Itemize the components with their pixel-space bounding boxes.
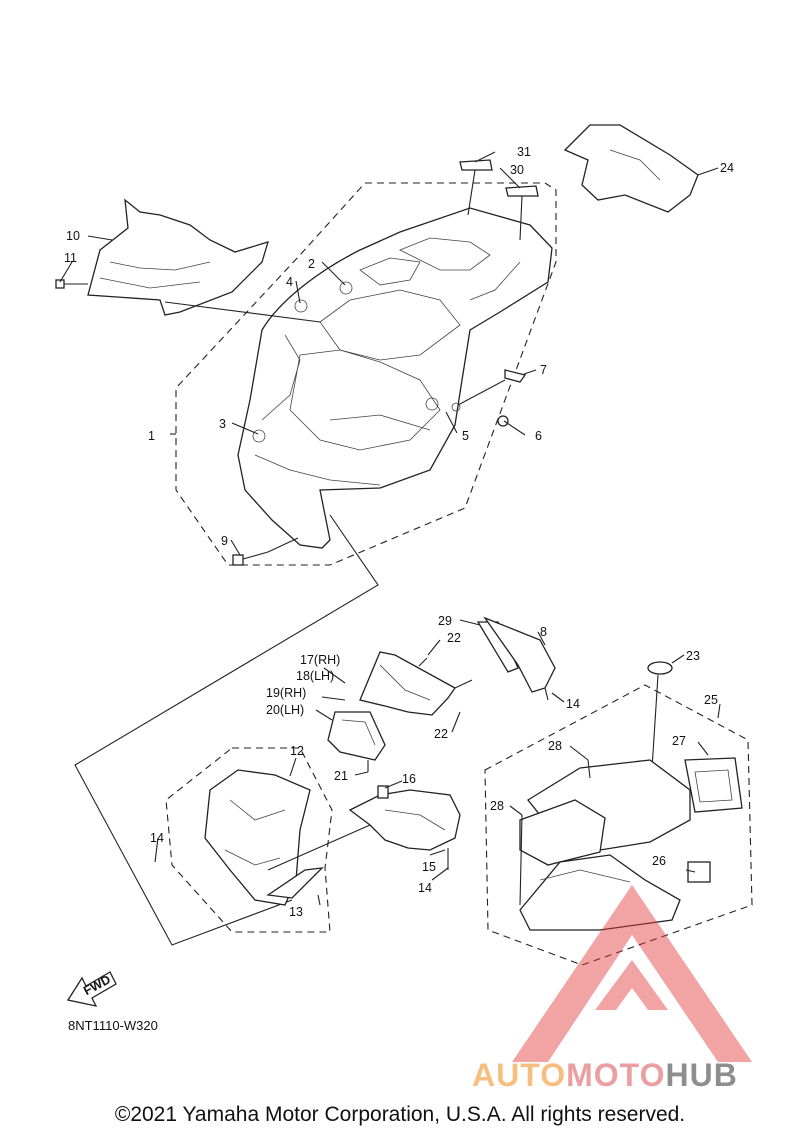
grommet-icon <box>252 429 266 443</box>
watermark-triangle-icon <box>512 885 752 1062</box>
grommet-part-23 <box>647 661 673 675</box>
callout-7: 7 <box>540 363 547 377</box>
callout-28-top: 28 <box>548 739 562 753</box>
bolt-part-9 <box>232 537 299 566</box>
callout-11: 11 <box>64 251 77 265</box>
screw-part-11 <box>55 279 88 289</box>
callout-9: 9 <box>221 534 228 548</box>
grommet-icon <box>451 402 461 412</box>
cover-part-15 <box>348 789 461 851</box>
diagram-code: 8NT1110-W320 <box>68 1018 158 1033</box>
callout-19: 19(RH) <box>266 686 306 700</box>
callout-31: 31 <box>517 145 531 159</box>
bracket-part-31 <box>459 159 493 171</box>
grommet-part-16 <box>377 785 389 799</box>
group-boundary-1 <box>175 182 557 566</box>
callout-2: 2 <box>308 257 315 271</box>
callout-30: 30 <box>510 163 524 177</box>
windscreen-part-10 <box>87 198 269 316</box>
svg-text:AUTOMOTOHUB: AUTOMOTOHUB <box>472 1057 738 1093</box>
main-cover-part <box>237 207 553 549</box>
callout-12: 12 <box>290 744 304 758</box>
callout-28-left: 28 <box>490 799 504 813</box>
filter-part-27 <box>684 757 743 813</box>
callout-14-left: 14 <box>150 831 164 845</box>
callout-5: 5 <box>462 429 469 443</box>
fwd-arrow-icon: FWD <box>66 971 117 1007</box>
grommet-icon <box>425 397 439 411</box>
leader-lines <box>59 151 721 906</box>
watermark-auto: AUTO <box>472 1057 566 1093</box>
copyright-text: ©2021 Yamaha Motor Corporation, U.S.A. A… <box>114 1103 686 1126</box>
callout-15: 15 <box>422 860 436 874</box>
callout-22-bottom: 22 <box>434 727 448 741</box>
watermark-logo: AUTOMOTOHUB <box>472 885 752 1093</box>
callout-18: 18(LH) <box>296 669 334 683</box>
watermark-hub: HUB <box>665 1057 737 1093</box>
callout-21: 21 <box>334 769 348 783</box>
callout-23: 23 <box>686 649 700 663</box>
callout-6: 6 <box>535 429 542 443</box>
callout-24: 24 <box>720 161 734 175</box>
duct-part-19-20 <box>327 711 386 761</box>
connector-line <box>74 514 379 946</box>
callout-16: 16 <box>402 772 416 786</box>
callout-26: 26 <box>652 854 666 868</box>
group-boundary-25 <box>484 684 753 966</box>
grommet-icon <box>294 299 308 313</box>
callout-14-right: 14 <box>566 697 580 711</box>
watermark-moto: MOTO <box>566 1057 665 1093</box>
callout-8: 8 <box>540 625 547 639</box>
callout-27: 27 <box>672 734 686 748</box>
callout-14-center: 14 <box>418 881 432 895</box>
callout-13: 13 <box>289 905 303 919</box>
grommet-icon <box>339 281 353 295</box>
callout-4: 4 <box>286 275 293 289</box>
nut-part-6 <box>497 415 509 427</box>
callout-25: 25 <box>704 693 718 707</box>
callout-29: 29 <box>438 614 452 628</box>
bracket-part-30 <box>505 185 539 197</box>
panel-part-24 <box>563 124 699 213</box>
clip-part-7 <box>504 369 527 383</box>
duct-part-17-18 <box>359 651 456 716</box>
callout-22-top: 22 <box>447 631 461 645</box>
callout-17: 17(RH) <box>300 653 340 667</box>
callout-1: 1 <box>148 429 155 443</box>
airbox-part-25 <box>519 757 743 931</box>
cover-part-13 <box>266 867 324 899</box>
callout-10: 10 <box>66 229 80 243</box>
callout-20: 20(LH) <box>266 703 304 717</box>
leader-10 <box>164 301 321 323</box>
label-part-26 <box>687 861 711 883</box>
callout-3: 3 <box>219 417 226 431</box>
